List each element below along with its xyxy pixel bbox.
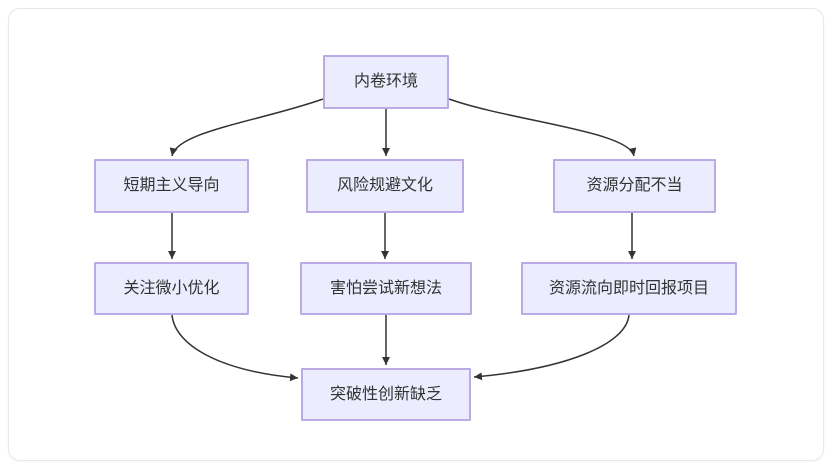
edge-e-h [171,314,299,382]
edges-layer [168,98,637,382]
edge-g-h [473,314,630,381]
diagram-card: 内卷环境 短期主义导向 风险规避文化 资源分配不当 关注微小优化 害怕尝试新想法… [8,8,824,461]
edge-a-b [169,98,324,157]
node-resources-flow-to-instant-return-projects: 资源流向即时回报项目 [521,262,737,315]
edge-a-d [448,98,637,157]
node-risk-aversion-culture: 风险规避文化 [306,159,464,213]
node-lack-of-breakthrough-innovation: 突破性创新缺乏 [301,368,471,421]
node-fear-trying-new-ideas: 害怕尝试新想法 [300,262,472,315]
node-resource-misallocation: 资源分配不当 [553,159,716,213]
flowchart-canvas: 内卷环境 短期主义导向 风险规避文化 资源分配不当 关注微小优化 害怕尝试新想法… [9,9,823,460]
node-focus-micro-optimization: 关注微小优化 [94,262,249,315]
node-involution-environment: 内卷环境 [323,55,449,109]
node-short-termism: 短期主义导向 [94,159,249,213]
